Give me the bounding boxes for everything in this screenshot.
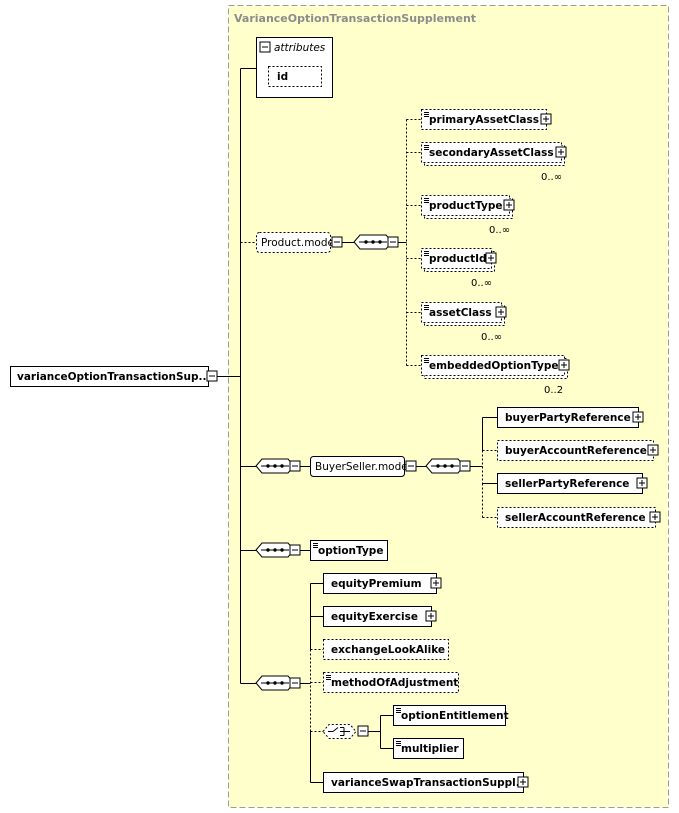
collapse-icon[interactable] [289,460,301,472]
buyerseller-model-group[interactable]: BuyerSeller.model [310,456,417,477]
element-label: buyerPartyReference [505,412,631,424]
element-primaryAssetClass[interactable]: primaryAssetClass [421,109,552,130]
element-label: productType [429,200,503,212]
cardinality-label: 0..∞ [489,225,510,236]
element-embeddedOptionType[interactable]: embeddedOptionType [421,355,570,379]
element-label: equityExercise [331,611,418,623]
expand-icon[interactable] [495,306,507,318]
expand-icon[interactable] [636,477,648,489]
svg-text:attributes: attributes [274,42,326,54]
element-label: varianceSwapTransactionSuppl... [331,777,528,789]
element-exchangeLookAlike[interactable]: exchangeLookAlike [323,639,449,660]
element-secondaryAssetClass[interactable]: secondaryAssetClass [421,142,567,166]
expand-icon[interactable] [558,359,570,371]
element-multiplier[interactable]: multiplier [393,738,464,759]
cardinality-label: 0..∞ [481,332,502,343]
element-productId[interactable]: productId [421,248,497,272]
element-productType[interactable]: productType [421,195,515,219]
element-buyerPartyReference[interactable]: buyerPartyReference [497,407,644,428]
expand-icon[interactable] [517,776,529,788]
element-sellerAccountReference[interactable]: sellerAccountReference [497,507,661,528]
sequence-icon [255,675,295,691]
cardinality-label: 0..∞ [541,172,562,183]
element-optionType[interactable]: optionType [310,540,388,561]
svg-text:optionType: optionType [318,545,383,557]
element-optionEntitlement[interactable]: optionEntitlement [393,705,509,726]
collapse-icon[interactable] [289,677,301,689]
element-assetClass[interactable]: assetClass [421,302,507,326]
product-model-group[interactable]: Product.model [256,232,343,253]
svg-text:varianceOptionTransactionSup..: varianceOptionTransactionSup... [17,371,211,383]
element-label: secondaryAssetClass [429,147,554,159]
collapse-icon[interactable] [387,236,399,248]
sequence-icon [353,234,393,250]
expand-icon[interactable] [425,610,437,622]
cardinality-label: 0..∞ [471,278,492,289]
expand-icon[interactable] [555,146,567,158]
cardinality-label: 0..2 [544,385,563,396]
collapse-icon[interactable] [259,41,271,53]
element-label: assetClass [429,307,492,319]
svg-text:Product.model: Product.model [261,237,337,249]
expand-icon[interactable] [540,113,552,125]
element-label: productId [429,253,487,265]
element-sellerPartyReference[interactable]: sellerPartyReference [497,473,648,494]
expand-icon[interactable] [503,199,515,211]
expand-icon[interactable] [485,252,497,264]
collapse-icon[interactable] [405,460,417,472]
collapse-icon[interactable] [289,544,301,556]
collapse-icon[interactable] [331,236,343,248]
expand-icon[interactable] [632,411,644,423]
element-label: methodOfAdjustment [331,677,458,689]
element-label: primaryAssetClass [429,114,539,126]
element-label: embeddedOptionType [429,360,559,372]
element-label: multiplier [401,743,459,755]
group-title: VarianceOptionTransactionSupplement [234,12,476,25]
expand-icon[interactable] [649,511,661,523]
collapse-icon[interactable] [357,725,369,737]
expand-icon[interactable] [647,444,659,456]
expand-icon[interactable] [430,577,442,589]
collapse-icon[interactable] [206,370,218,382]
element-methodOfAdjustment[interactable]: methodOfAdjustment [323,672,459,693]
collapse-icon[interactable] [459,460,471,472]
choice-icon [322,724,357,739]
sequence-icon [425,458,465,474]
element-equityPremium[interactable]: equityPremium [323,573,442,594]
element-label: equityPremium [331,578,422,590]
element-equityExercise[interactable]: equityExercise [323,606,437,627]
element-buyerAccountReference[interactable]: buyerAccountReference [497,440,659,461]
attributes-box: attributes id [256,37,333,98]
sequence-icon [255,542,295,558]
element-label: sellerAccountReference [505,512,646,524]
element-label: buyerAccountReference [505,445,647,457]
svg-text:id: id [277,71,288,83]
element-label: exchangeLookAlike [331,644,445,656]
root-element[interactable]: varianceOptionTransactionSup... [10,366,218,387]
element-label: optionEntitlement [401,710,509,722]
element-varianceSwapTransactionSuppl[interactable]: varianceSwapTransactionSuppl... [323,772,529,793]
sequence-icon [255,458,295,474]
svg-text:BuyerSeller.model: BuyerSeller.model [315,461,411,473]
element-label: sellerPartyReference [505,478,629,490]
